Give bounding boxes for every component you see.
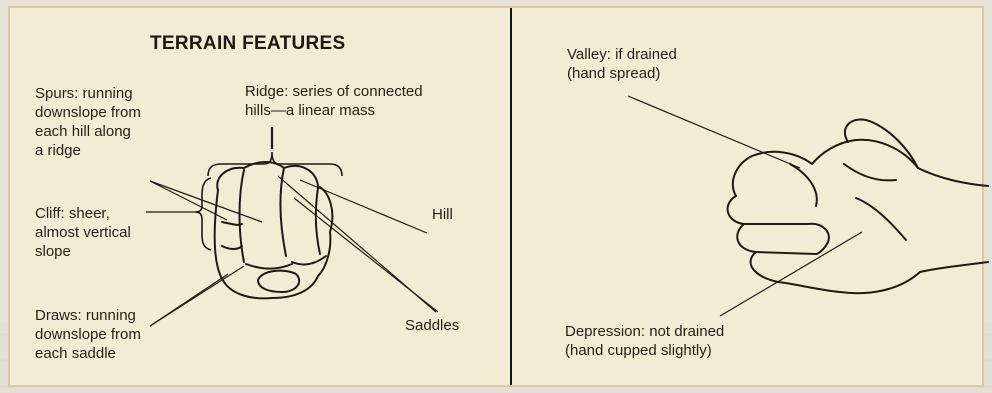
ridge-bracket [208, 127, 342, 176]
leader-lines [146, 176, 438, 326]
hand-leader-lines [628, 96, 862, 316]
diagram-title: TERRAIN FEATURES [150, 33, 346, 55]
label-valley: Valley: if drained (hand spread) [567, 45, 677, 83]
fist-illustration [215, 162, 333, 298]
open-hand-illustration [728, 119, 988, 293]
label-depression: Depression: not drained (hand cupped sli… [565, 322, 724, 360]
label-spurs: Spurs: running downslope from each hill … [35, 84, 141, 160]
label-ridge: Ridge: series of connected hills—a linea… [245, 82, 423, 120]
cliff-bracket [195, 178, 211, 250]
label-hill: Hill [432, 205, 453, 224]
label-saddles: Saddles [405, 316, 459, 335]
label-cliff: Cliff: sheer, almost vertical slope [35, 204, 131, 261]
label-draws: Draws: running downslope from each saddl… [35, 306, 141, 363]
